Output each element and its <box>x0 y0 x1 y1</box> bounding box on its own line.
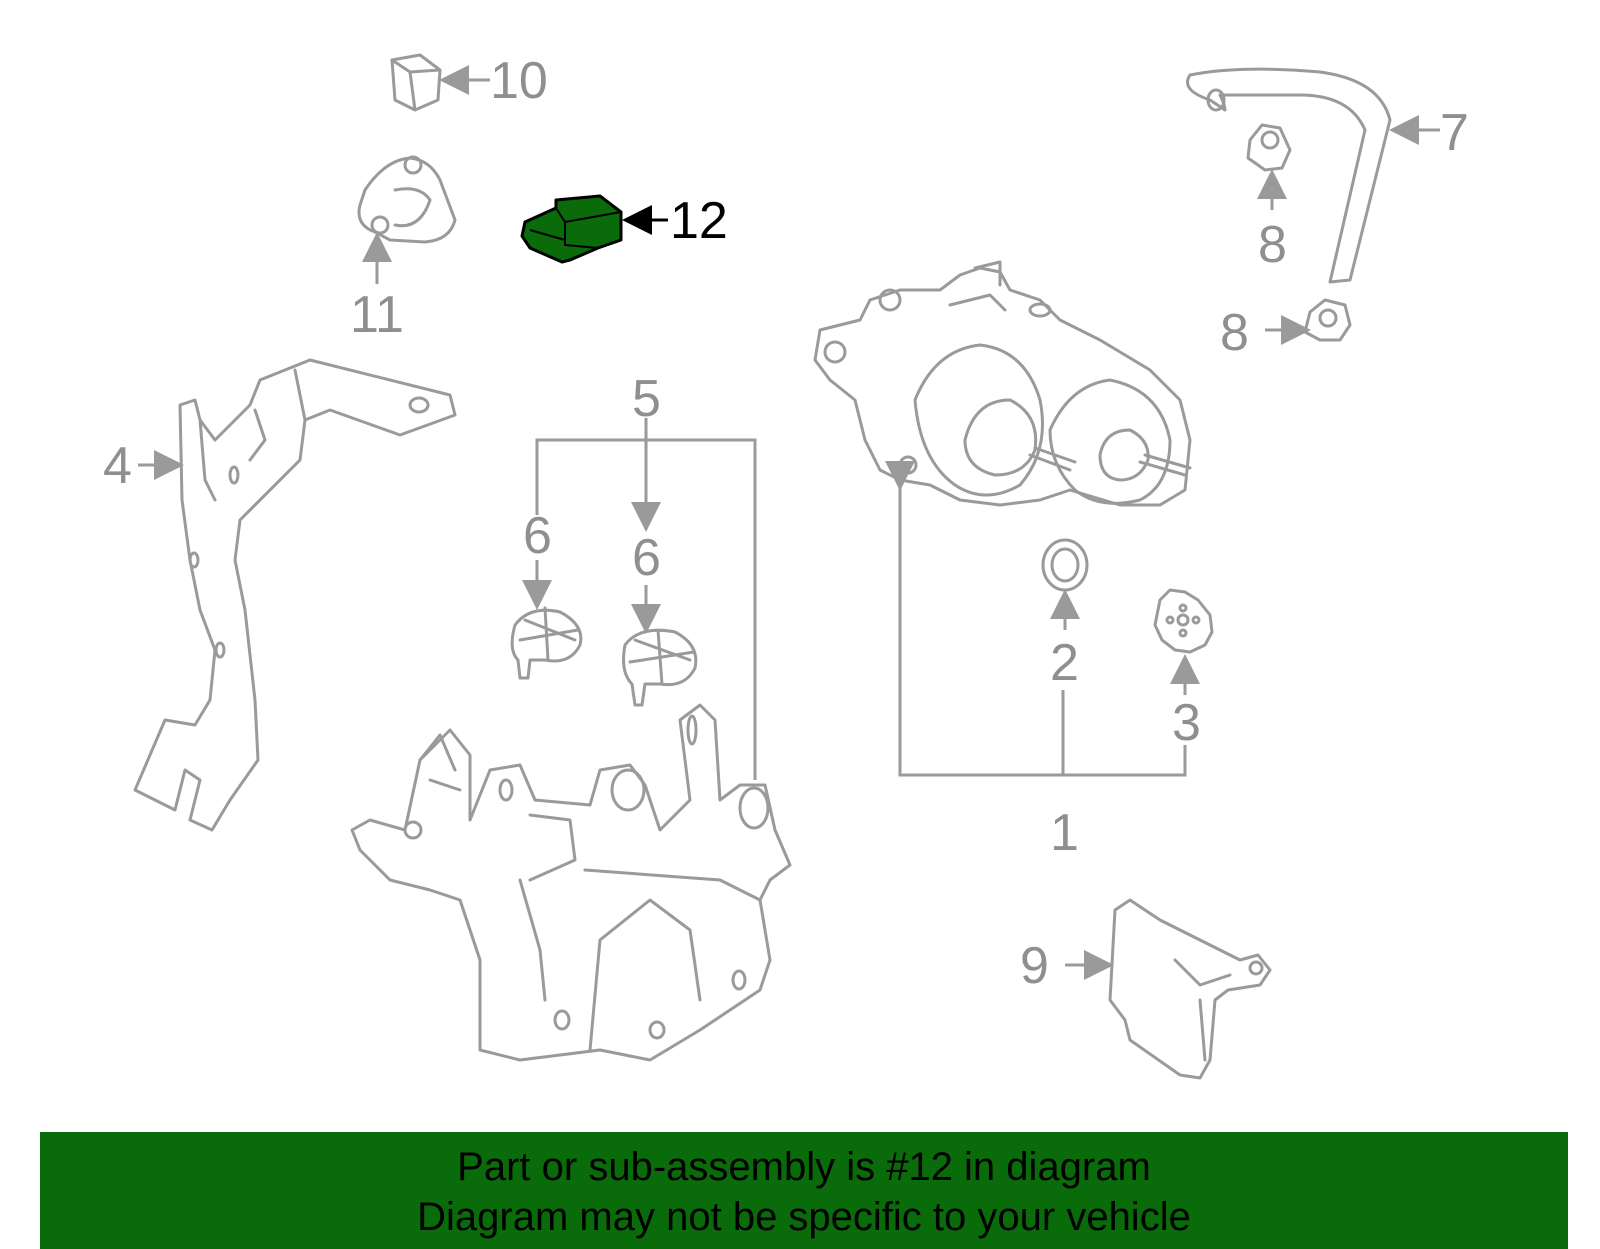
banner-line-1: Part or sub-assembly is #12 in diagram <box>457 1145 1151 1189</box>
callout-4: 4 <box>103 437 132 495</box>
info-banner: Part or sub-assembly is #12 in diagram D… <box>40 1132 1568 1249</box>
leader-1 <box>900 485 1187 777</box>
part-9-module-bracket[interactable] <box>1108 898 1272 1080</box>
part-6-grommet-left[interactable] <box>510 606 583 680</box>
callout-11: 11 <box>350 286 404 344</box>
callout-2: 2 <box>1050 634 1079 692</box>
callout-6a: 6 <box>523 507 552 565</box>
callout-5: 5 <box>632 370 661 428</box>
part-12-module[interactable] <box>520 194 623 264</box>
part-3-bushing[interactable] <box>1153 588 1214 654</box>
part-4-bracket[interactable] <box>133 358 457 832</box>
part-10-cap[interactable] <box>390 53 442 112</box>
callout-8a: 8 <box>1258 216 1287 274</box>
banner-line-2: Diagram may not be specific to your vehi… <box>417 1195 1191 1239</box>
part-8-clamp-top[interactable] <box>1246 123 1292 172</box>
callout-7: 7 <box>1440 104 1469 162</box>
callout-3: 3 <box>1172 694 1201 752</box>
callout-6b: 6 <box>632 529 661 587</box>
parts-diagram: 10 11 12 4 6 6 5 1 <box>103 52 1469 1080</box>
callout-10: 10 <box>490 52 548 110</box>
part-1-abs-modulator[interactable] <box>813 260 1192 507</box>
part-2-seal[interactable] <box>1041 538 1089 592</box>
callout-9: 9 <box>1020 937 1049 995</box>
part-11-bracket[interactable] <box>357 155 457 244</box>
leader-5 <box>535 418 757 780</box>
part-7-hose[interactable] <box>1186 67 1392 284</box>
part-5-mounting-bracket[interactable] <box>350 703 792 1062</box>
part-8-clamp-bottom[interactable] <box>1303 298 1352 342</box>
callout-12: 12 <box>670 192 728 250</box>
callout-1: 1 <box>1050 804 1079 862</box>
callout-8b: 8 <box>1220 304 1249 362</box>
part-6-grommet-right[interactable] <box>622 628 698 707</box>
